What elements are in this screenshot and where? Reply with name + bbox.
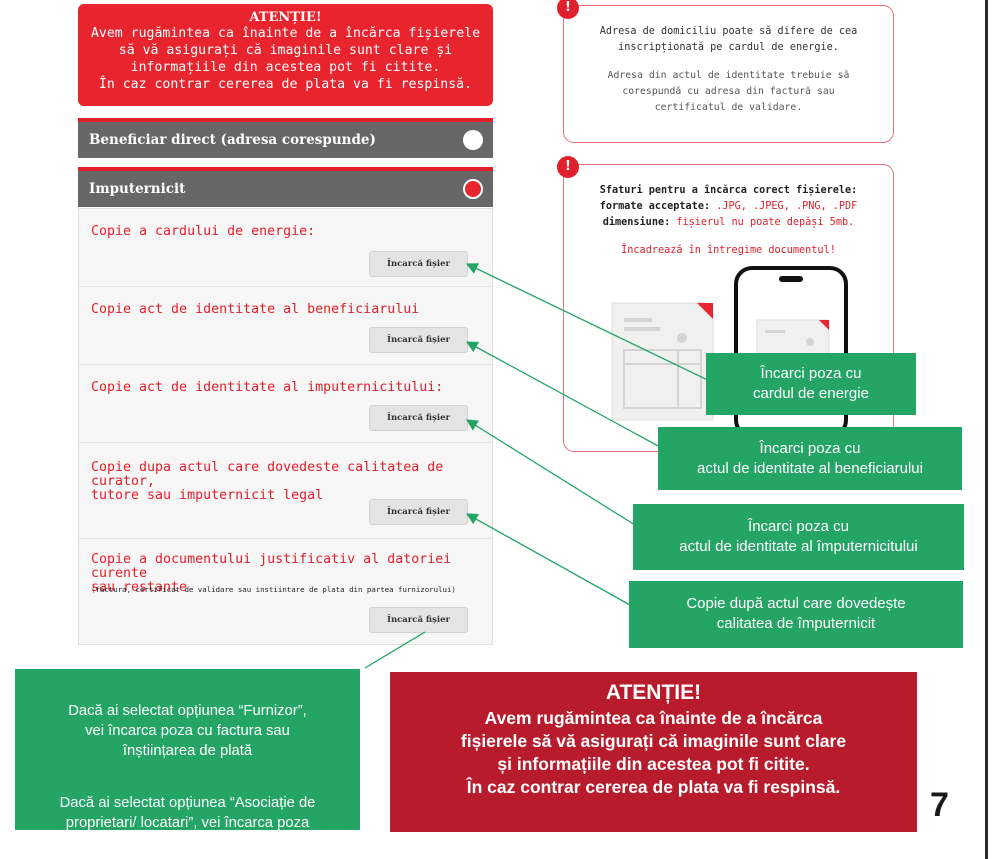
tips-title: Sfaturi pentru a încărca corect fișierel… xyxy=(599,185,858,196)
upload-label: Copie a documentului justificativ al dat… xyxy=(91,552,452,595)
upload-button[interactable]: Încarcă fișier xyxy=(369,405,468,431)
arrow-debt-document xyxy=(364,631,426,669)
tips-formats-label: formate acceptate: xyxy=(599,201,711,212)
info-box-address: ! Adresa de domiciliu poate să difere de… xyxy=(557,0,894,143)
alert-top-body: Avem rugămintea ca înainte de a încărca … xyxy=(90,26,481,92)
info-address-main: Adresa de domiciliu poate să difere de c… xyxy=(599,26,858,53)
upload-row-id-proxy: Copie act de identitate al imputernicitu… xyxy=(79,365,492,443)
tips-formats: formate acceptate: .JPG, .JPEG, .PNG, .P… xyxy=(564,199,893,215)
alert-banner-bottom: ATENȚIE! Avem rugămintea ca înainte de a… xyxy=(390,672,917,832)
option-label: Beneficiar direct (adresa corespunde) xyxy=(89,132,376,148)
callout-energy-card: Încarci poza cu cardul de energie xyxy=(706,353,916,415)
tips-formats-value: .JPG, .JPEG, .PNG, .PDF xyxy=(710,201,858,212)
callout-debt-document-note: Dacă ai selectat opțiunea “Furnizor”, ve… xyxy=(15,669,360,851)
page-edge-rule xyxy=(985,0,988,859)
upload-row-debt-document: Copie a documentului justificativ al dat… xyxy=(79,539,492,645)
exclamation-icon: ! xyxy=(557,156,579,178)
alert-bottom-body: Avem rugămintea ca înainte de a încărca … xyxy=(460,708,847,797)
upload-button[interactable]: Încarcă fișier xyxy=(369,251,468,277)
callout-id-beneficiary: Încarci poza cu actul de identitate al b… xyxy=(658,427,962,490)
upload-row-proof-of-authority: Copie dupa actul care dovedeste calitate… xyxy=(79,443,492,539)
arrow-energy-card xyxy=(465,263,719,386)
arrow-proof-authority xyxy=(465,513,631,606)
upload-panel: Copie a cardului de energie: Încarcă fiș… xyxy=(78,208,493,645)
upload-label: Copie act de identitate al beneficiarulu… xyxy=(91,302,420,317)
note-furnizor: Dacă ai selectat opțiunea “Furnizor”, ve… xyxy=(68,703,307,759)
callout-id-proxy: Încarci poza cu actul de identitate al î… xyxy=(633,504,964,570)
tips-size: dimensiune: fișierul nu poate depăși 5mb… xyxy=(564,215,893,231)
callout-proof-authority: Copie după actul care dovedește calitate… xyxy=(629,581,963,648)
upload-row-energy-card: Copie a cardului de energie: Încarcă fiș… xyxy=(79,209,492,287)
option-imputernicit[interactable]: Imputernicit xyxy=(78,167,493,207)
upload-button[interactable]: Încarcă fișier xyxy=(369,327,468,353)
option-label: Imputernicit xyxy=(89,181,186,197)
alert-top-title: ATENȚIE! xyxy=(249,10,322,25)
upload-button[interactable]: Încarcă fișier xyxy=(369,607,468,633)
tips-frame-instruction: Încadrează în întregime documentul! xyxy=(621,245,836,256)
alert-banner-top: ATENȚIE! Avem rugămintea ca înainte de a… xyxy=(78,4,493,106)
upload-label: Copie dupa actul care dovedeste calitate… xyxy=(91,460,444,503)
upload-button[interactable]: Încarcă fișier xyxy=(369,499,468,525)
option-beneficiar-direct[interactable]: Beneficiar direct (adresa corespunde) xyxy=(78,118,493,158)
radio-button[interactable] xyxy=(463,130,483,150)
exclamation-icon: ! xyxy=(557,0,579,19)
note-asociatie: Dacă ai selectat opțiunea “Asociație de … xyxy=(59,795,316,851)
info-address-detail: Adresa din actul de identitate trebuie s… xyxy=(607,70,850,113)
arrow-id-proxy xyxy=(466,419,636,526)
alert-bottom-title: ATENȚIE! xyxy=(605,681,702,704)
arrow-id-beneficiary xyxy=(465,341,661,448)
upload-label: Copie act de identitate al imputernicitu… xyxy=(91,380,444,395)
upload-row-id-beneficiary: Copie act de identitate al beneficiarulu… xyxy=(79,287,492,365)
upload-note: (factura, certificat de validare sau ins… xyxy=(91,585,456,594)
radio-button-selected[interactable] xyxy=(463,179,483,199)
page-number: 7 xyxy=(930,786,949,824)
tips-size-label: dimensiune: xyxy=(602,217,671,228)
tips-size-value: fișierul nu poate depăși 5mb. xyxy=(670,217,855,228)
document-illustration xyxy=(611,302,714,421)
upload-label: Copie a cardului de energie: xyxy=(91,224,316,239)
